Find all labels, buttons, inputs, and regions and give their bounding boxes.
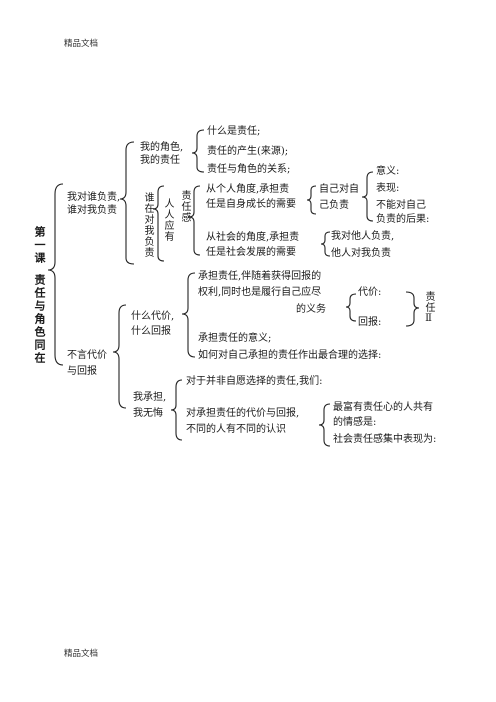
- sense-line2: 的情感是:: [333, 417, 377, 428]
- responsible-bracket: [152, 185, 165, 262]
- cost-label-line2: 什么回报: [131, 326, 171, 337]
- meaning-text: 承担责任的意义;: [198, 333, 272, 344]
- social-item-2: 他人对我负责: [331, 248, 391, 259]
- cost-text-line1: 承担责任,伴随着获得回报的: [198, 271, 322, 282]
- detail-not-responsible-2: 负责的后果:: [376, 214, 430, 225]
- roles-label-line2: 我的责任: [140, 155, 180, 166]
- undertake-label-line1: 我承担,: [133, 392, 167, 403]
- cost-label-line1: 什么代价,: [131, 311, 175, 322]
- roles-item-1: 什么是责任;: [207, 126, 261, 137]
- branch2-bracket: [112, 304, 127, 409]
- views-line1: 对承担责任的代价与回报,: [186, 408, 300, 419]
- responsible-sub-label: 人人应有: [162, 198, 173, 242]
- self-bracket: [306, 185, 317, 215]
- sense-label: 责任感: [179, 190, 190, 223]
- roles-label-line1: 我的角色,: [140, 142, 184, 153]
- cost-text-line3: 的义务: [296, 304, 326, 315]
- cost-bracket: [181, 272, 196, 358]
- self-line1: 自己对自: [319, 184, 359, 195]
- lesson-topic: 责任与角色同在: [33, 274, 46, 365]
- social-line1: 从社会的角度,承担责: [206, 232, 300, 243]
- self-line2: 己负责: [319, 200, 349, 211]
- roles-item-2: 责任的产生(来源);: [207, 146, 289, 157]
- personal-line1: 从个人角度,承担责: [206, 184, 290, 195]
- main-bracket: [47, 183, 64, 366]
- detail-not-responsible-1: 不能对自己: [376, 200, 426, 211]
- social-item-1: 我对他人负责,: [331, 231, 395, 242]
- details-bracket: [361, 171, 374, 222]
- undertake-label-line2: 我无悔: [133, 408, 163, 419]
- detail-meaning: 意义:: [376, 166, 400, 177]
- personal-line2: 任是自身成长的需要: [206, 199, 296, 210]
- branch1-label-line2: 谁对我负责: [67, 205, 117, 216]
- views-line2: 不同的人有不同的认识: [186, 424, 286, 435]
- page-footer: 精品文档: [64, 649, 99, 659]
- duty-label: 责任Ⅱ: [423, 291, 434, 325]
- duty-bracket: [405, 291, 420, 327]
- social-bracket: [320, 231, 331, 257]
- page-header: 精品文档: [64, 39, 99, 49]
- branch2-label-line1: 不言代价: [67, 350, 107, 361]
- lesson-title: 第一课: [33, 226, 46, 265]
- undertake-bracket: [170, 379, 183, 441]
- branch1-bracket: [119, 141, 135, 265]
- choice-text: 如何对自己承担的责任作出最合理的选择:: [198, 350, 382, 361]
- unwilling-text: 对于并非自愿选择的责任,我们:: [186, 376, 323, 387]
- cost-label: 代价:: [358, 287, 382, 298]
- cost-reward-bracket: [345, 293, 357, 322]
- branch2-label-line2: 与回报: [67, 366, 97, 377]
- sense-line3: 社会责任感集中表现为:: [333, 434, 437, 445]
- sense-line1: 最富有责任心的人共有: [333, 402, 433, 413]
- branch1-label-line1: 我对谁负责,: [67, 192, 121, 203]
- views-bracket: [318, 403, 331, 447]
- social-line2: 任是社会发展的需要: [206, 247, 296, 258]
- roles-item-3: 责任与角色的关系;: [207, 164, 291, 175]
- roles-bracket: [191, 129, 205, 173]
- detail-expression: 表现:: [376, 183, 400, 194]
- sense-bracket: [188, 185, 201, 256]
- cost-text-line2: 权利,同时也是履行自己应尽: [198, 287, 322, 298]
- reward-label: 回报:: [358, 317, 382, 328]
- responsible-label: 谁在对我负责: [142, 192, 153, 258]
